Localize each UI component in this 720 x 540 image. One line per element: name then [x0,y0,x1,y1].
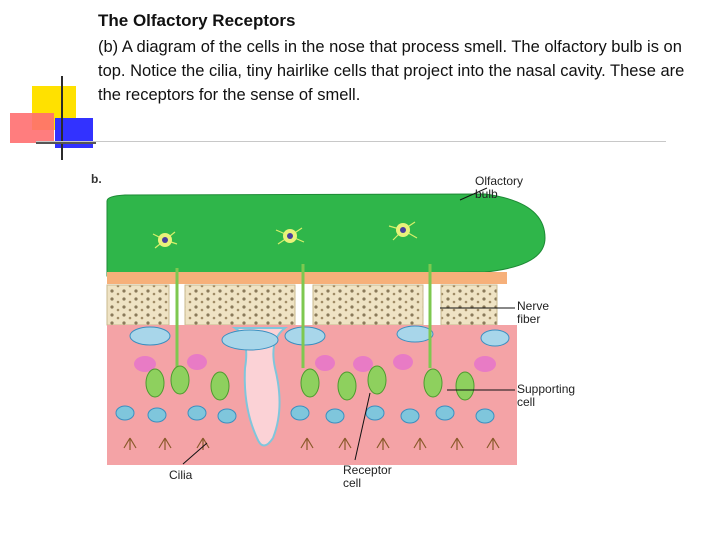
slide-title: The Olfactory Receptors [98,11,296,30]
label-supporting-cell-2: cell [517,395,535,409]
mitral-cell-nucleus [162,237,168,243]
decor-vertical-line [61,76,63,160]
basal-cells [115,405,495,424]
leader-lines [182,187,515,465]
label-receptor-cell: Receptor [343,463,392,477]
membrane-layer [107,272,507,284]
mitral-cell-nucleus [287,233,293,239]
label-cilia: Cilia [169,468,193,482]
receptor-cells [145,365,475,401]
blue-cells-top [129,325,510,351]
label-nerve-fiber: Nerve [517,299,549,313]
olfactory-diagram: b. [91,172,575,490]
decor-horizontal-line-dark [36,142,96,144]
mitral-cell-nucleus [400,227,406,233]
label-receptor-cell-2: cell [343,476,361,490]
cilia [123,437,500,450]
supporting-cells [134,354,496,372]
bone-plate [106,284,498,326]
decor-horizontal-line [36,141,666,142]
olfactory-bulb [106,193,546,277]
decor-red-square [10,113,54,143]
slide-body-text: (b) A diagram of the cells in the nose t… [98,38,685,104]
nerve-fibers [175,264,432,368]
panel-letter: b. [91,172,102,186]
label-nerve-fiber-2: fiber [517,312,540,326]
label-supporting-cell: Supporting [517,382,575,396]
label-olfactory-bulb-2: bulb [475,187,498,201]
label-olfactory-bulb: Olfactory [475,174,523,188]
epithelium-fold [231,327,288,447]
